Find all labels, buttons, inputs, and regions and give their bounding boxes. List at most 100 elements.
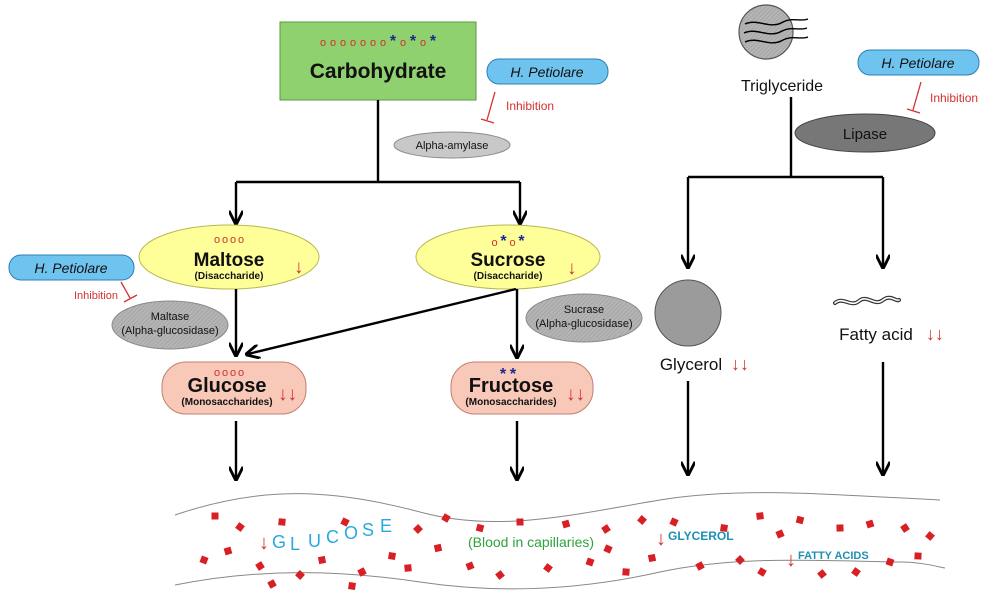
star-symbol: * [430,33,437,50]
sucrase-sublabel: (Alpha-glucosidase) [535,318,632,330]
glucose-sublabel: (Monosaccharides) [181,397,272,408]
inhibitor-pill-lipase: H. Petiolare [857,49,980,76]
glucose-letter: C [326,527,339,547]
glucose-letter: E [380,516,392,536]
blood-fatty-acids-decrease-arrow: ↓ [786,549,796,571]
disaccharide-arrows [236,287,517,356]
red-blood-cell [199,555,209,565]
sucrase-enzyme: Sucrase (Alpha-glucosidase) [525,293,643,343]
red-blood-cell [756,512,764,520]
alpha-amylase-enzyme: Alpha-amylase [393,131,511,159]
red-blood-cell [603,544,613,554]
glucose-label: Glucose [188,375,267,397]
red-blood-cell [211,512,219,520]
red-blood-cell [647,553,657,563]
sucrase-label: Sucrase [564,304,604,316]
red-blood-cell [851,567,861,577]
sucrose-sublabel: (Disaccharide) [474,271,543,282]
ring-symbol: o [491,237,497,249]
blood-glucose-decrease-arrow: ↓ [259,532,269,554]
inhibition-label: Inhibition [930,91,978,105]
ring-symbol: o [400,37,406,49]
ring-symbol: o [214,234,220,246]
sucrose-label: Sucrose [471,250,546,271]
ring-symbol: o [238,367,244,379]
inhibition-label: Inhibition [74,290,118,302]
ring-symbol: o [238,234,244,246]
red-blood-cell [795,515,805,525]
inhibitor-pill-maltase: H. Petiolare [8,254,135,281]
star-symbol: * [500,233,507,250]
red-blood-cell [348,582,356,590]
inhibitor-pill-carb: H. Petiolare [486,58,609,85]
star-symbol: * [518,233,525,250]
ring-symbol: o [360,37,366,49]
ring-symbol: o [340,37,346,49]
red-blood-cell [404,564,412,572]
ring-symbol: o [370,37,376,49]
inhibitor-label: H. Petiolare [510,64,583,80]
fatty-acid-node: Fatty acid ↓↓ [833,295,944,344]
glucose-letter: L [290,534,300,554]
inhibition-label: Inhibition [506,99,554,113]
triglyceride-molecule: Triglyceride [738,4,823,95]
red-blood-cells [199,512,935,590]
glycerol-node: Glycerol ↓↓ [654,279,749,374]
inhibitor-label: H. Petiolare [34,260,107,276]
inhibitor-label: H. Petiolare [881,55,954,71]
blood-glycerol-label: GLYCEROL [668,529,734,543]
red-blood-cell [387,551,397,561]
red-blood-cell [475,523,485,533]
fructose-sublabel: (Monosaccharides) [465,397,556,408]
ring-symbol: o [330,37,336,49]
red-blood-cell [925,531,935,541]
ring-symbol: o [214,367,220,379]
blood-glycerol-decrease-arrow: ↓ [656,528,666,550]
red-blood-cell [601,524,611,534]
red-blood-cell [516,518,524,526]
red-blood-cell [278,518,286,526]
red-blood-cell [817,569,827,579]
red-blood-cell [223,546,233,556]
red-blood-cell [695,561,705,571]
lipase-enzyme: Lipase [794,113,936,153]
fructose-label: Fructose [469,375,553,397]
red-blood-cell [719,523,729,533]
red-blood-cell [900,523,910,533]
star-symbol: * [500,366,507,383]
red-blood-cell [267,579,277,589]
glucose-letter: G [272,532,286,552]
glucose-letter: U [308,531,321,551]
fructose-symbol-chain: ** [500,366,517,383]
carbohydrate-label: Carbohydrate [310,60,447,83]
sucrose-decrease-arrow: ↓ [567,258,577,279]
red-blood-cell [914,552,922,560]
red-blood-cell [669,517,679,527]
red-blood-cell [255,561,265,571]
star-symbol: * [390,33,397,50]
fructose-node: ** Fructose (Monosaccharides) ↓↓ [450,361,594,415]
absorption-arrows [236,362,883,478]
red-blood-cell [357,567,367,577]
glycerol-label: Glycerol [660,355,722,374]
red-blood-cell [775,529,785,539]
star-symbol: * [510,366,517,383]
maltose-sublabel: (Disaccharide) [195,271,264,282]
ring-symbol: o [509,237,515,249]
red-blood-cell [340,517,350,527]
lipase-label: Lipase [843,126,887,143]
red-blood-cell [637,515,647,525]
inhibition-marker-amylase: Inhibition [480,91,554,124]
glucose-letter: O [344,523,358,543]
red-blood-cell [495,570,505,580]
ring-symbol: o [420,37,426,49]
sucrose-symbol-chain: o*o* [491,233,525,250]
